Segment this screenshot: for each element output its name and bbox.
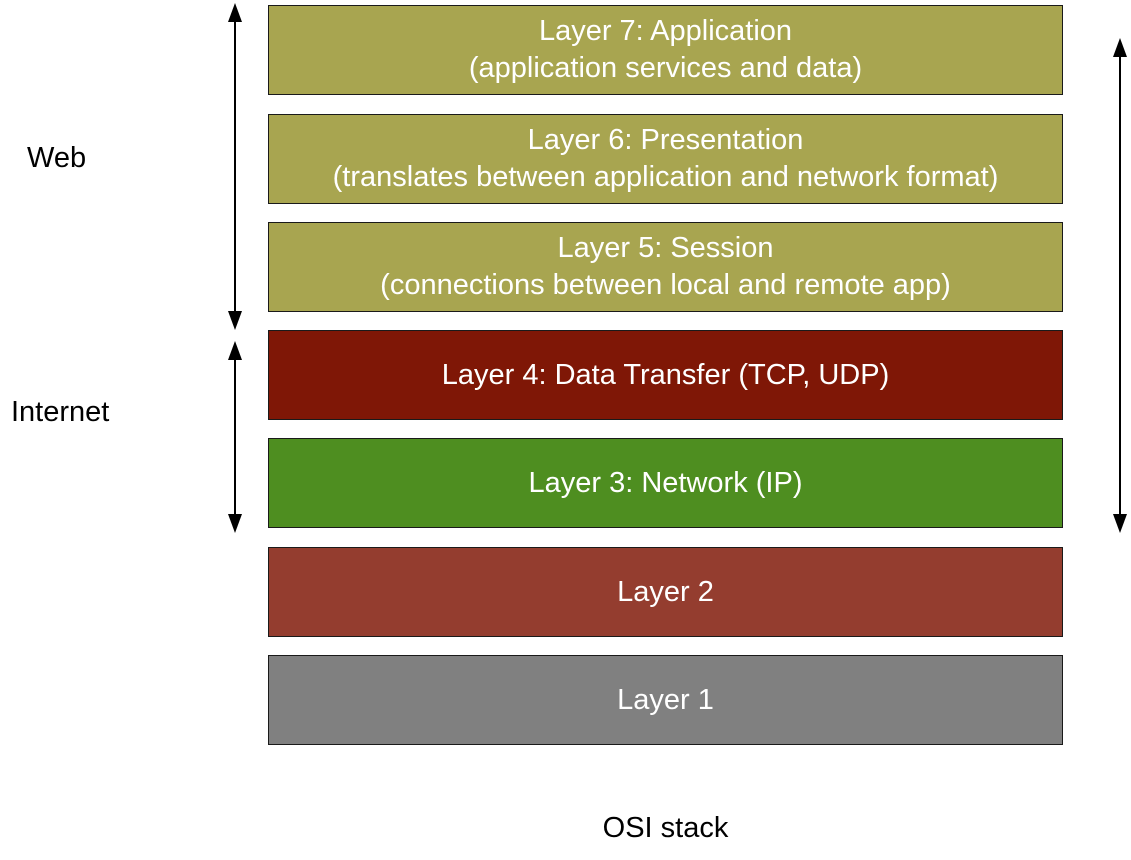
internet-range-arrow: [228, 341, 242, 533]
layer-6-subtitle: (translates between application and netw…: [332, 161, 999, 193]
layer-6-presentation: Layer 6: Presentation (translates betwee…: [268, 114, 1063, 204]
internet-group-label: Internet: [11, 396, 110, 428]
layer-2-title: Layer 2: [617, 575, 714, 608]
arrowhead-down-icon: [1113, 514, 1127, 533]
layer-1-title: Layer 1: [617, 683, 714, 716]
layer-1: Layer 1: [268, 655, 1063, 745]
layer-7-title: Layer 7: Application: [538, 15, 793, 47]
layer-4-data-transfer: Layer 4: Data Transfer (TCP, UDP): [268, 330, 1063, 420]
layer-7-application: Layer 7: Application (application servic…: [268, 5, 1063, 95]
full-range-arrow: [1113, 38, 1127, 533]
layer-2: Layer 2: [268, 547, 1063, 637]
arrowhead-down-icon: [228, 311, 242, 330]
layer-7-subtitle: (application services and data): [468, 52, 863, 84]
arrowhead-up-icon: [228, 3, 242, 22]
web-group-label: Web: [27, 142, 87, 174]
web-range-arrow: [228, 3, 242, 330]
layer-3-title: Layer 3: Network (IP): [528, 466, 803, 499]
layer-4-title: Layer 4: Data Transfer (TCP, UDP): [441, 358, 890, 391]
diagram-caption: OSI stack: [602, 812, 729, 844]
layer-5-session: Layer 5: Session (connections between lo…: [268, 222, 1063, 312]
layer-5-title: Layer 5: Session: [557, 232, 774, 264]
layer-6-title: Layer 6: Presentation: [527, 124, 804, 156]
arrowhead-up-icon: [228, 341, 242, 360]
arrowhead-down-icon: [228, 514, 242, 533]
layer-3-network: Layer 3: Network (IP): [268, 438, 1063, 528]
layer-5-subtitle: (connections between local and remote ap…: [380, 269, 951, 301]
arrowhead-up-icon: [1113, 38, 1127, 57]
